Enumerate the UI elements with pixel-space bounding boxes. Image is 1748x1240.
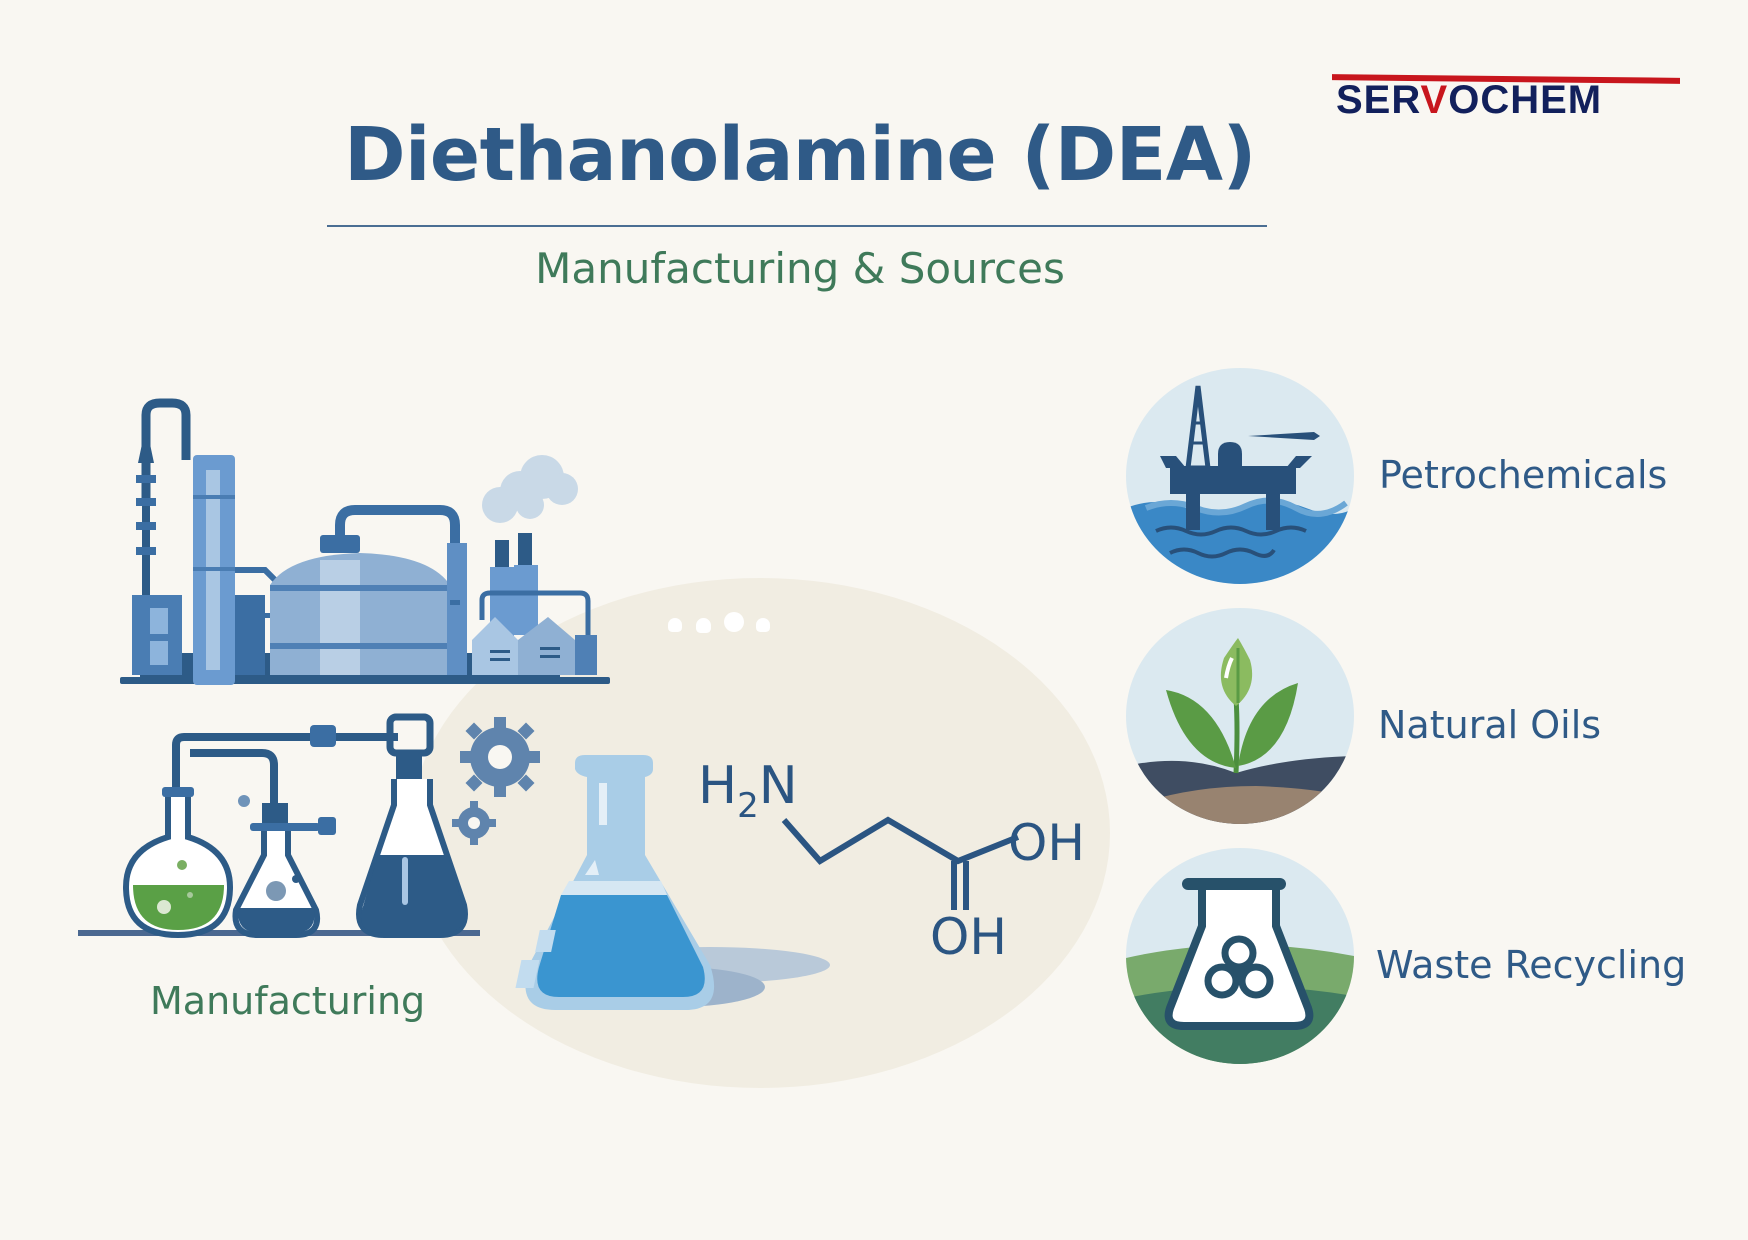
bond-lines [781, 816, 1020, 910]
chemical-plant-icon [120, 398, 610, 685]
source-label-natural-oils: Natural Oils [1378, 703, 1602, 747]
source-petrochemicals: Petrochemicals [1126, 368, 1667, 584]
page-subtitle: Manufacturing & Sources [535, 244, 1065, 293]
biohazard-flask-icon [1126, 848, 1354, 1064]
source-label-petrochemicals: Petrochemicals [1379, 453, 1668, 497]
hydroxyl-label-right: OH [1008, 814, 1085, 872]
gear-icon [452, 717, 540, 845]
title-divider [327, 225, 1267, 227]
plant-sprout-icon [1126, 608, 1354, 824]
chemical-structure: H2N OH OH [698, 756, 1098, 966]
ellipsis-dots [660, 612, 780, 633]
manufacturing-label: Manufacturing [150, 979, 426, 1023]
hydroxyl-label-bottom: OH [930, 908, 1007, 966]
source-label-waste-recycling: Waste Recycling [1376, 943, 1687, 987]
servochem-logo: SERVOCHEM [1332, 72, 1682, 132]
oil-rig-icon [1126, 368, 1354, 584]
source-natural-oils: Natural Oils [1126, 608, 1601, 824]
logo-text: SERVOCHEM [1336, 78, 1603, 122]
page-title: Diethanolamine (DEA) [344, 112, 1256, 198]
amine-group-label: H2N [698, 756, 798, 826]
erlenmeyer-flask-icon [515, 755, 830, 1010]
source-waste-recycling: Waste Recycling [1126, 848, 1686, 1064]
lab-glassware-icon [78, 713, 480, 939]
